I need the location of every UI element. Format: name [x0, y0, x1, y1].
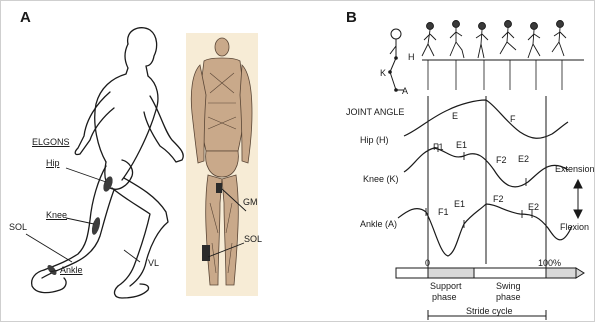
gait-chart — [300, 0, 595, 322]
hip-row-label: Hip (H) — [360, 135, 389, 145]
extension-flexion-arrow-icon — [574, 180, 582, 218]
hip-label: Hip — [46, 158, 60, 168]
hip-f-label: F — [510, 114, 516, 124]
support-phase-bar — [428, 268, 474, 278]
stride-cycle-label: Stride cycle — [466, 306, 513, 316]
flexion-label: Flexion — [560, 222, 589, 232]
gm-label: GM — [243, 197, 258, 207]
hundred-percent-label: 100% — [538, 258, 561, 268]
anatomy-pointer-lines — [186, 33, 266, 296]
zero-percent-label: 0 — [425, 258, 430, 268]
stride-bar-arrow-icon — [576, 268, 584, 278]
stick-figure-icon — [390, 29, 404, 90]
sol-right-label: SOL — [244, 234, 262, 244]
runner-front-leg-inner — [112, 188, 150, 286]
ankle-f1-label: F1 — [438, 207, 449, 217]
swing-phase-label-line1: Swing — [496, 281, 521, 291]
ankle-e2-label: E2 — [528, 202, 539, 212]
ankle-e1-label: E1 — [454, 199, 465, 209]
knee-elgon-icon — [90, 216, 101, 235]
support-phase-label-line1: Support — [430, 281, 462, 291]
ankle-row-label: Ankle (A) — [360, 219, 397, 229]
hip-pointer-line — [66, 168, 106, 182]
sol-left-pointer-line — [26, 234, 72, 262]
runner-chest — [122, 76, 158, 180]
runner-head — [128, 28, 157, 76]
stick-k-label: K — [380, 68, 386, 78]
knee-e1-label: E1 — [456, 140, 467, 150]
extension-label: Extension — [555, 164, 595, 174]
swing-phase-label-line2: phase — [496, 292, 521, 302]
hip-elgon-icon — [102, 175, 115, 193]
support-phase-label-line2: phase — [432, 292, 457, 302]
sol-left-label: SOL — [9, 222, 27, 232]
support-phase-bar-2 — [546, 268, 576, 278]
knee-e2-label: E2 — [518, 154, 529, 164]
runner-front-foot — [115, 284, 149, 298]
knee-f2-label: F2 — [496, 155, 507, 165]
knee-f1-label: F1 — [433, 142, 444, 152]
vl-label: VL — [148, 258, 159, 268]
knee-label: Knee — [46, 210, 67, 220]
stick-a-label: A — [402, 86, 408, 96]
stick-h-label: H — [408, 52, 415, 62]
ankle-label: Ankle — [60, 265, 83, 275]
ground-ticks — [428, 60, 562, 90]
runner-illustration — [0, 0, 190, 322]
joint-angle-title: JOINT ANGLE — [346, 107, 404, 117]
knee-row-label: Knee (K) — [363, 174, 399, 184]
running-sequence-icon — [422, 21, 566, 59]
elgons-label: ELGONS — [32, 137, 70, 147]
runner-front-arm — [144, 96, 183, 162]
ankle-f2-label: F2 — [493, 194, 504, 204]
hip-e-label: E — [452, 111, 458, 121]
